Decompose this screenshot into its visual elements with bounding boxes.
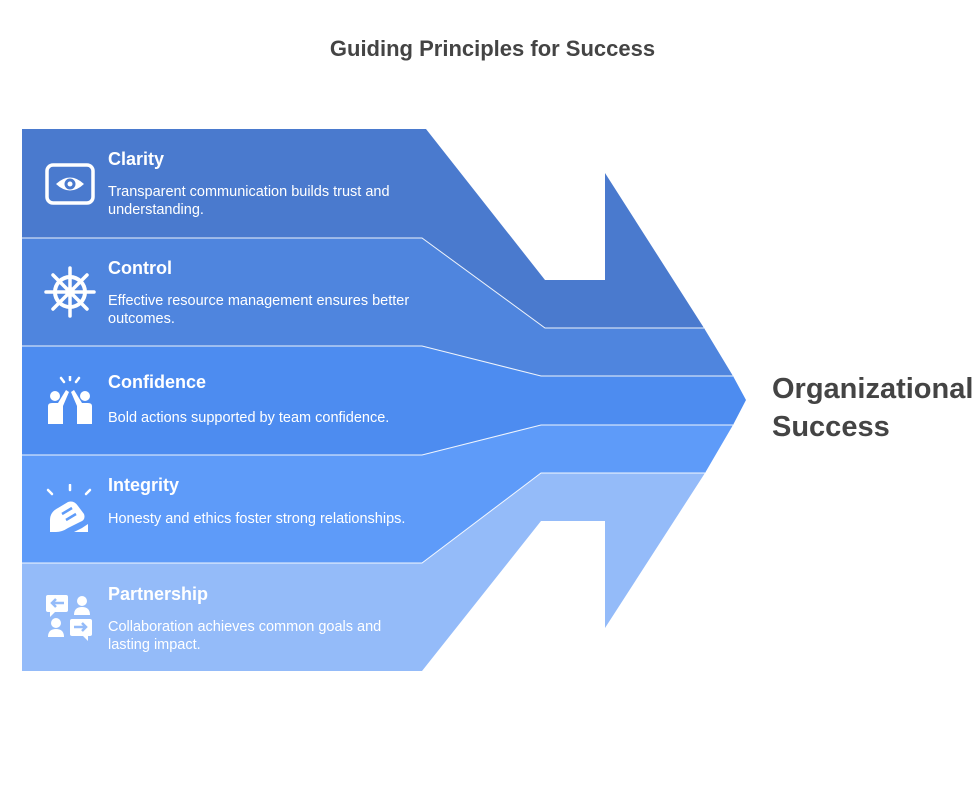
handshake-icon [44,483,96,532]
principle-desc-confidence: Bold actions supported by team confidenc… [108,410,390,426]
band-confidence [22,346,746,455]
outcome-label: Organizational Success [772,373,974,443]
band-clarity [22,129,704,328]
principle-desc-integrity: Honesty and ethics foster strong relatio… [108,511,406,527]
principle-title-control: Control [108,258,172,278]
band-integrity [22,425,733,563]
principle-desc-partnership: Collaboration achieves common goals and … [108,619,382,653]
principle-title-integrity: Integrity [108,475,180,495]
band-separators [22,237,733,564]
principle-title-clarity: Clarity [108,149,165,169]
ship-wheel-icon [44,266,96,318]
principle-desc-clarity: Transparent communication builds trust a… [108,184,390,218]
eye-icon [44,161,96,209]
band-control [22,238,733,376]
exchange-chat-icon [44,593,96,641]
high-five-icon [44,374,96,424]
principle-title-confidence: Confidence [108,372,207,392]
page-title: Guiding Principles for Success [329,36,656,61]
principle-title-partnership: Partnership [108,584,209,604]
band-partnership [22,473,705,671]
principle-desc-control: Effective resource management ensures be… [108,293,410,327]
